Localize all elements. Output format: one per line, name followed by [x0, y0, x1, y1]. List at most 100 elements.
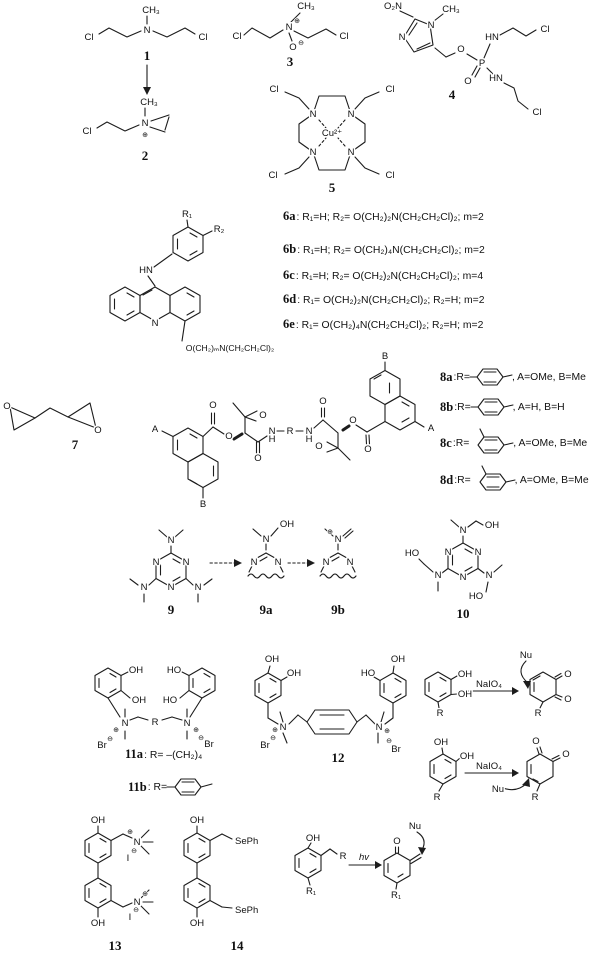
- compound-number: 6a: [283, 209, 296, 223]
- compound-number: 2: [142, 148, 149, 163]
- atom-label: Cl: [233, 31, 242, 42]
- atom-label: N: [152, 318, 159, 329]
- substituent-text: :R=: [452, 437, 470, 449]
- substituent-text: : R= –(CH₂)₄: [144, 750, 203, 761]
- structure-14: OH SePh SePh OH 14: [183, 814, 260, 954]
- reagent-label: NaIO₄: [476, 679, 502, 690]
- atom-label: Cl: [269, 170, 278, 181]
- series-11-row: 11a: R= –(CH₂)₄: [125, 747, 202, 762]
- atom-label: OH: [91, 815, 105, 826]
- bonds: [9, 402, 97, 431]
- atom-label: N: [141, 582, 148, 593]
- panel-periodate-oxidation: OH OH R NaIO₄ Nu O O R OH OH R NaIO₄ Nu …: [424, 649, 573, 805]
- atom-label: N: [445, 547, 452, 558]
- atom-label: N: [134, 837, 141, 848]
- atom-label: O: [225, 431, 232, 442]
- atom-label: O: [254, 453, 261, 464]
- compound-number: 8d: [440, 472, 454, 487]
- atom-label: O: [259, 410, 266, 421]
- bonds: [161, 361, 425, 499]
- atom-label: HN: [485, 32, 499, 43]
- atom-label: Br: [391, 744, 401, 755]
- substituent-text: :R=: [454, 474, 471, 486]
- atom-label: O: [564, 669, 571, 680]
- minus-charge: ⊖: [386, 738, 392, 745]
- atom-label: N: [144, 25, 151, 36]
- structure-2: CH₃ N ⊕ Cl 2: [81, 96, 170, 165]
- atom-label: N: [310, 147, 317, 158]
- atom-label: Br: [204, 739, 214, 750]
- substituent-text: : R₁= O(CH₂)₂N(CH₂CH₂Cl)₂; R₂=H; m=2: [297, 295, 485, 306]
- nucleophile-label: Nu: [520, 650, 532, 661]
- atom-label: I: [129, 912, 132, 923]
- atom-label: CH₃: [142, 5, 160, 16]
- minus-charge: ⊖: [198, 735, 204, 742]
- plus-charge: ⊕: [127, 829, 133, 836]
- atom-label: O: [319, 396, 326, 407]
- reagent-label: NaIO₄: [476, 761, 502, 772]
- atom-label: OH: [132, 695, 146, 706]
- atom-label: OH: [458, 689, 472, 700]
- bonds: [424, 660, 563, 792]
- atom-label: A: [152, 424, 159, 435]
- atom-label: I: [127, 853, 130, 864]
- structure-3: Cl N ⊕ CH₃ O ⊖ Cl 3: [231, 0, 350, 71]
- compound-number: 6d: [283, 292, 297, 306]
- atom-label: N: [275, 557, 282, 568]
- substituent-text: : R₁=H; R₂= O(CH₂)₂N(CH₂CH₂Cl)₂; m=4: [295, 271, 484, 282]
- series-8-row: 8b:R= , A=H, B=H: [440, 394, 565, 420]
- series-6-row: 6e: R₁= O(CH₂)₄N(CH₂CH₂Cl)₂; R₂=H; m=2: [283, 317, 483, 332]
- atom-label: N: [486, 570, 493, 581]
- atom-label: N: [348, 147, 355, 158]
- bonds: [109, 219, 213, 342]
- compound-number: 4: [449, 87, 456, 102]
- atom-label: SePh: [235, 905, 258, 916]
- atom-label: Br: [97, 740, 107, 751]
- para-phenylene-ring: [166, 778, 213, 796]
- para-phenylene-ring: [469, 368, 513, 386]
- atom-label: CH₃: [442, 4, 460, 15]
- atom-label: R: [532, 792, 539, 803]
- compound-number: 8c: [440, 435, 452, 450]
- atom-label: HN: [489, 73, 503, 84]
- structure-12: OH OH N ⊕ Br ⊖ N ⊕ Br ⊖ OH HO 12: [254, 653, 407, 767]
- atom-label: OH: [129, 665, 143, 676]
- compound-number: 6e: [283, 317, 295, 331]
- plus-charge: ⊕: [384, 728, 390, 735]
- atom-label: R: [287, 426, 294, 437]
- structure-8: A B O O O O N H R N H O O O O A B: [150, 350, 436, 512]
- atom-label: R: [340, 851, 347, 862]
- bonds: [84, 825, 154, 918]
- compound-number: 12: [332, 750, 345, 765]
- atom-label: N: [168, 582, 175, 593]
- bonds: [129, 527, 357, 603]
- panel-photochemical-qm: OH R R₁ hv O Nu R₁: [294, 820, 426, 903]
- atom-label: O: [564, 694, 571, 705]
- minus-charge: ⊖: [107, 736, 113, 743]
- compound-number: 9a: [260, 602, 274, 617]
- arrow: [143, 64, 151, 95]
- atom-label: N: [399, 32, 406, 43]
- atom-label: N: [323, 557, 330, 568]
- atom-label: Cu²⁺: [322, 128, 342, 139]
- atom-label: O: [457, 44, 464, 55]
- atom-label: O: [349, 415, 356, 426]
- atom-label: O: [464, 76, 471, 87]
- atom-label: Cl: [340, 31, 349, 42]
- structure-7: O O 7: [2, 400, 103, 454]
- atom-label: CH₃: [140, 97, 158, 108]
- compound-number: 5: [329, 180, 336, 195]
- structure-6: R₁ R₂ HN N O(CH₂)ₘN(CH₂CH₂Cl)₂: [109, 208, 276, 355]
- series-8-row: 8c:R= , A=OMe, B=Me: [440, 426, 587, 460]
- series-11-row: 11b: R=: [128, 775, 213, 799]
- bonds: [294, 831, 426, 890]
- substituent-text: , A=H, B=H: [512, 401, 565, 413]
- series-8-row: 8a:R= , A=OMe, B=Me: [440, 364, 586, 390]
- compound-number: 9: [168, 602, 175, 617]
- structure-5: N N N N Cu²⁺ Cl Cl Cl Cl 5: [267, 83, 396, 197]
- minus-charge: ⊖: [131, 848, 137, 855]
- atom-label: O: [94, 425, 101, 436]
- series-6-row: 6b: R₁=H; R₂= O(CH₂)₄N(CH₂CH₂Cl)₂; m=2: [283, 242, 485, 257]
- atom-label: R: [535, 708, 542, 719]
- atom-label: OH: [287, 668, 301, 679]
